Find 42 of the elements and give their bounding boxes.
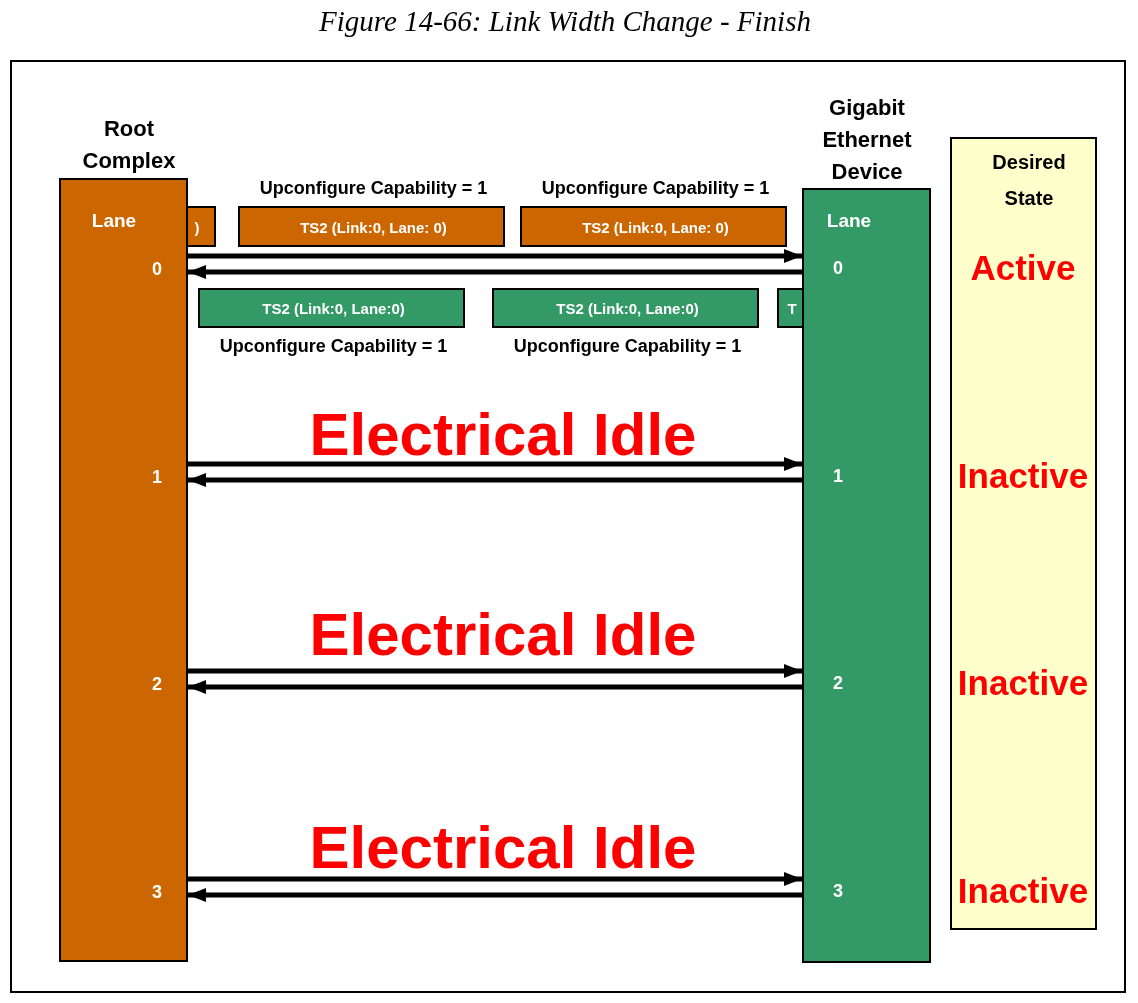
- lane-arrow: [188, 872, 802, 886]
- electrical-idle-label: Electrical Idle: [309, 402, 697, 468]
- lane-heading: Lane: [91, 209, 137, 233]
- ts2-label: TS2 (Link:0, Lane:0): [262, 300, 405, 318]
- lane-number: 3: [833, 881, 843, 903]
- lane-arrow: [188, 664, 802, 678]
- lane-arrow: [188, 265, 802, 279]
- ts2-label: ): [194, 218, 200, 237]
- capability-note: Upconfigure Capability = 1: [513, 336, 742, 358]
- capability-note: Upconfigure Capability = 1: [219, 336, 448, 358]
- desired-state-panel: [950, 137, 1097, 930]
- component-heading: Gigabit Ethernet Device: [822, 94, 912, 186]
- lane-arrow: [188, 888, 802, 902]
- ts2-label: TS2 (Link:0, Lane: 0): [300, 218, 447, 237]
- figure-title: Figure 14-66: Link Width Change - Finish: [319, 3, 811, 39]
- capability-note: Upconfigure Capability = 1: [541, 178, 770, 200]
- state-label: Inactive: [957, 455, 1089, 497]
- ts2-ordered-set-box: [777, 288, 804, 328]
- state-label: Inactive: [957, 870, 1089, 912]
- lane-number: 3: [152, 882, 162, 904]
- lane-number: 1: [152, 467, 162, 489]
- state-label: Active: [970, 247, 1076, 289]
- lane-heading: Lane: [826, 209, 872, 233]
- panel-heading: Desired State: [992, 150, 1066, 211]
- ts2-ordered-set-box: [186, 206, 216, 247]
- component-heading: Root Complex: [82, 115, 176, 175]
- ts2-label: T: [787, 300, 797, 318]
- lane-number: 1: [833, 466, 843, 488]
- lane-arrow: [188, 473, 802, 487]
- ts2-label: TS2 (Link:0, Lane:0): [556, 300, 699, 318]
- state-label: Inactive: [957, 662, 1089, 704]
- lane-number: 2: [833, 673, 843, 695]
- lane-arrow: [188, 249, 802, 263]
- lane-arrow: [188, 680, 802, 694]
- lane-number: 2: [152, 674, 162, 696]
- lane-number: 0: [152, 259, 162, 281]
- electrical-idle-label: Electrical Idle: [309, 815, 697, 881]
- ts2-label: TS2 (Link:0, Lane: 0): [582, 218, 729, 237]
- lane-number: 0: [833, 258, 843, 280]
- capability-note: Upconfigure Capability = 1: [259, 178, 488, 200]
- lane-arrow: [188, 457, 802, 471]
- electrical-idle-label: Electrical Idle: [309, 602, 697, 668]
